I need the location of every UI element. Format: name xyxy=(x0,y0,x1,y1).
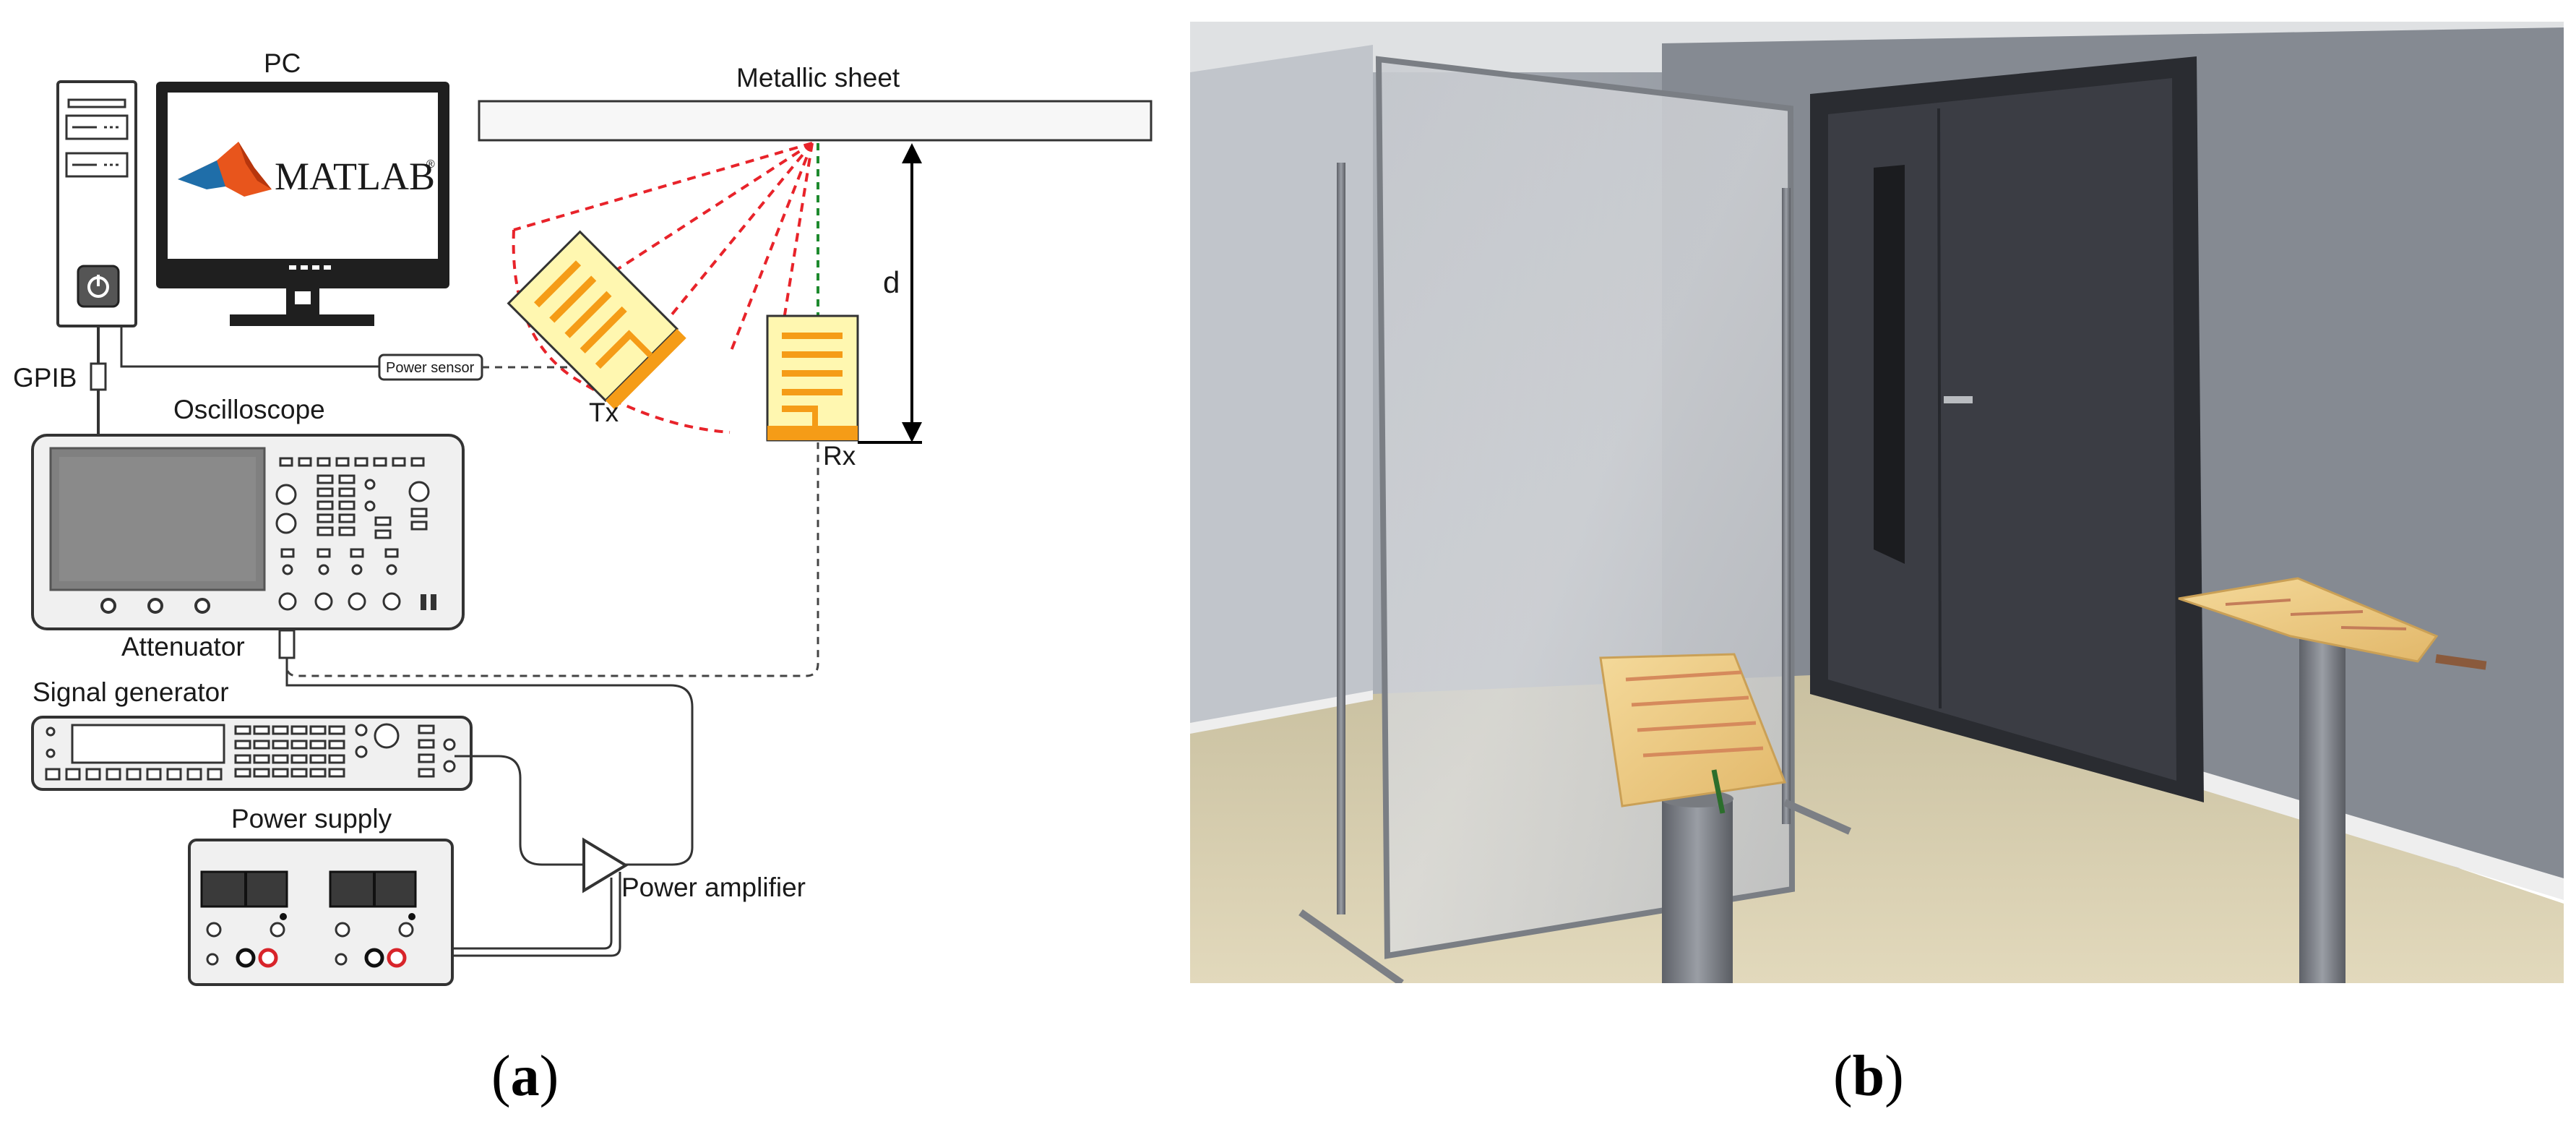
oscilloscope-controls-icon xyxy=(275,457,430,611)
matlab-registered-mark: ® xyxy=(426,158,435,171)
supply-to-amplifier-cable-2 xyxy=(452,872,621,957)
signal-to-amplifier-cable xyxy=(455,755,584,866)
signal-generator-label: Signal generator xyxy=(33,677,229,707)
photo-tx-pedestal xyxy=(2299,636,2345,983)
distance-arrow xyxy=(858,143,922,444)
matlab-text: MATLAB xyxy=(275,155,435,198)
attenuator-label: Attenuator xyxy=(121,632,245,661)
power-sensor-label: Power sensor xyxy=(386,360,475,376)
photo-rx-antenna-board xyxy=(1599,653,1787,807)
door-handle-icon xyxy=(1944,396,1973,403)
caption-a: (a) xyxy=(491,1045,559,1108)
photo-stand-pole-right xyxy=(1782,188,1791,824)
photo-door xyxy=(1828,78,2176,781)
monitor-buttons-icon xyxy=(289,265,331,270)
pc-tower xyxy=(56,80,137,327)
metallic-sheet-label: Metallic sheet xyxy=(736,63,900,93)
caption-b: (b) xyxy=(1833,1045,1904,1108)
gpib-label: GPIB xyxy=(13,363,77,393)
oscilloscope-label: Oscilloscope xyxy=(173,395,325,424)
panel-b-photo xyxy=(1190,22,2564,983)
tx-antenna xyxy=(507,230,686,410)
rx-label: Rx xyxy=(823,441,856,471)
supply-to-amplifier-cable-1 xyxy=(452,878,613,950)
photo-stand-pole-left xyxy=(1337,163,1345,914)
power-amplifier-icon xyxy=(582,837,629,894)
panel-a-diagram: MATLAB ® PC Metallic sheet xyxy=(13,48,1153,986)
rx-antenna xyxy=(766,314,859,442)
photo-door-window xyxy=(1874,165,1905,564)
metallic-sheet xyxy=(478,100,1153,142)
distance-label: d xyxy=(883,265,900,299)
pc-label: PC xyxy=(264,48,301,78)
attenuator xyxy=(278,629,296,659)
amplifier-to-oscilloscope-cable xyxy=(285,658,694,866)
signal-generator-display xyxy=(71,724,225,764)
power-supply-knobs-icon xyxy=(206,922,414,966)
rx-oscilloscope-cable xyxy=(285,442,819,677)
pc-monitor: MATLAB ® xyxy=(156,82,449,326)
signal-generator xyxy=(31,716,473,791)
power-supply-label: Power supply xyxy=(231,804,392,834)
photo-tx-antenna-board xyxy=(2178,577,2439,663)
signal-generator-controls-icon xyxy=(45,723,456,781)
matlab-logo-icon xyxy=(178,142,272,197)
pc-power-sensor-cable xyxy=(120,326,379,368)
oscilloscope xyxy=(31,434,465,630)
photo-rx-pedestal xyxy=(1662,799,1733,983)
tx-label: Tx xyxy=(589,398,619,427)
gpib-connector xyxy=(90,362,107,391)
power-supply xyxy=(188,839,454,986)
power-amplifier-label: Power amplifier xyxy=(621,873,806,902)
